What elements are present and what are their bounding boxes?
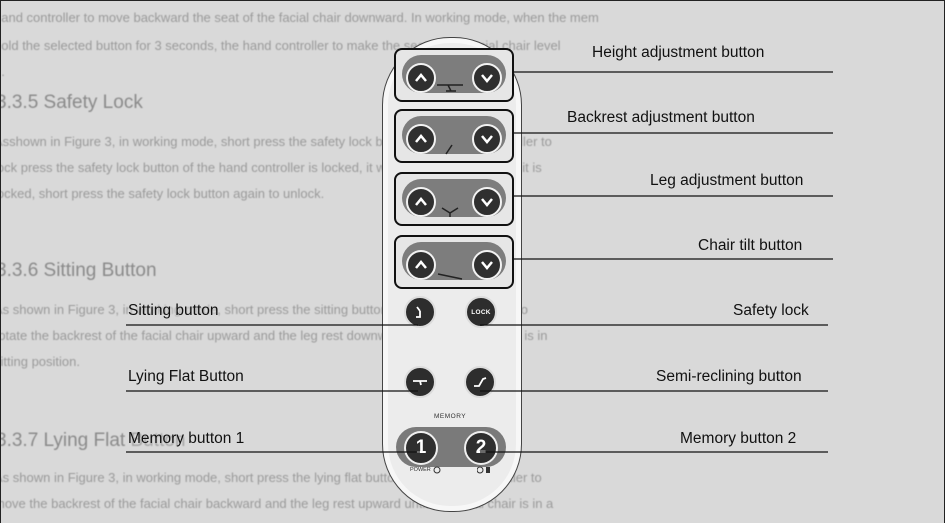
- label-memory-1: Memory button 1: [128, 430, 245, 448]
- label-sitting: Sitting button: [128, 302, 219, 320]
- label-leg-adjustment: Leg adjustment button: [650, 172, 804, 190]
- background-heading: 3.3.6 Sitting Button: [0, 260, 157, 281]
- backrest-adjustment-group: [394, 109, 514, 163]
- tilt-down-button[interactable]: [472, 250, 502, 280]
- backrest-chair-icon: [445, 144, 453, 155]
- sitting-icon: [416, 306, 421, 318]
- chevron-down-icon: [481, 198, 493, 207]
- label-height-adjustment: Height adjustment button: [592, 44, 765, 62]
- memory-title: MEMORY: [434, 413, 467, 420]
- leg-adjustment-group: [394, 172, 514, 226]
- chevron-up-icon: [415, 260, 427, 269]
- chevron-down-icon: [481, 261, 493, 270]
- label-memory-2: Memory button 2: [680, 430, 797, 448]
- label-lying-flat: Lying Flat Button: [128, 368, 244, 386]
- leg-up-button[interactable]: [406, 187, 436, 217]
- height-adjustment-pill: [402, 55, 506, 93]
- power-indicator-icon: [433, 466, 441, 474]
- semi-reclining-button[interactable]: [464, 366, 496, 398]
- chair-tilt-pill: [402, 242, 506, 280]
- height-down-button[interactable]: [472, 63, 502, 93]
- semi-reclining-icon: [474, 377, 487, 387]
- frame-top-border: [0, 0, 945, 1]
- height-adjustment-group: [394, 48, 514, 102]
- power-indicator-label: POWER: [410, 467, 431, 473]
- height-up-button[interactable]: [406, 63, 436, 93]
- lock-label: LOCK: [471, 308, 491, 316]
- status-indicator-icon: [477, 466, 490, 474]
- lying-flat-button[interactable]: [404, 366, 436, 398]
- label-semi-reclining: Semi-reclining button: [656, 368, 802, 386]
- lying-flat-icon: [413, 380, 427, 386]
- background-heading: 3.3.7 Lying Flat Button: [0, 430, 186, 451]
- background-text-line: sitting position.: [0, 354, 80, 369]
- chevron-up-icon: [415, 73, 427, 82]
- tilt-chair-icon: [437, 273, 463, 280]
- chevron-up-icon: [415, 134, 427, 143]
- background-text-line: ...: [0, 64, 5, 79]
- chair-tilt-group: [394, 235, 514, 289]
- label-chair-tilt: Chair tilt button: [698, 237, 803, 255]
- label-safety-lock: Safety lock: [733, 302, 809, 320]
- tilt-up-button[interactable]: [406, 250, 436, 280]
- backrest-down-button[interactable]: [472, 124, 502, 154]
- label-backrest-adjustment: Backrest adjustment button: [567, 109, 755, 127]
- backrest-up-button[interactable]: [406, 124, 436, 154]
- background-text-line: locked, short press the safety lock butt…: [0, 186, 325, 201]
- chevron-up-icon: [415, 197, 427, 206]
- chevron-down-icon: [481, 135, 493, 144]
- height-chair-icon: [437, 84, 463, 92]
- memory-button-2[interactable]: 2: [464, 431, 498, 465]
- frame-left-border: [0, 0, 1, 523]
- chevron-down-icon: [481, 74, 493, 83]
- backrest-adjustment-pill: [402, 116, 506, 154]
- safety-lock-button[interactable]: LOCK: [465, 296, 497, 328]
- background-heading: 3.3.5 Safety Lock: [0, 92, 143, 113]
- leg-chair-icon: [441, 207, 459, 217]
- leg-down-button[interactable]: [472, 187, 502, 217]
- background-text-line: hand controller to move backward the sea…: [0, 10, 599, 25]
- memory-button-1[interactable]: 1: [404, 431, 438, 465]
- sitting-button[interactable]: [404, 296, 436, 328]
